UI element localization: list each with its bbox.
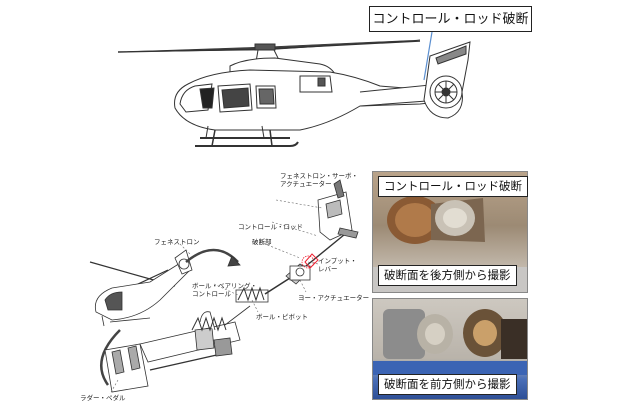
callout-leader-line [423, 31, 433, 81]
photo-front-rod-illustration [373, 309, 527, 375]
top-callout-label: コントロール・ロッド破断 [369, 6, 532, 32]
photo-top-caption: 破断面を後方側から撮影 [378, 265, 517, 286]
label-yaw-actuator: ヨー・アクチュエーター [298, 294, 370, 302]
label-ball-pivot: ボール・ピボット [256, 313, 308, 321]
label-input-lever: インプット・ レバー [318, 257, 357, 273]
label-fracture-point: 破断部 [252, 238, 272, 246]
label-control-rod: コントロール・ロッド [238, 223, 303, 231]
label-fenestron: フェネストロン [154, 238, 200, 246]
label-ball-bearing-control: ボール・ベアリング・ コントロール [192, 282, 257, 298]
photo-top-title: コントロール・ロッド破断 [378, 176, 528, 197]
photo-bottom-caption: 破断面を前方側から撮影 [378, 374, 517, 395]
label-rudder-pedal: ラダー・ペダル [80, 394, 126, 402]
label-fenestron-servo-actuator: フェネストロン・サーボ・ アクチュエーター [280, 172, 358, 188]
